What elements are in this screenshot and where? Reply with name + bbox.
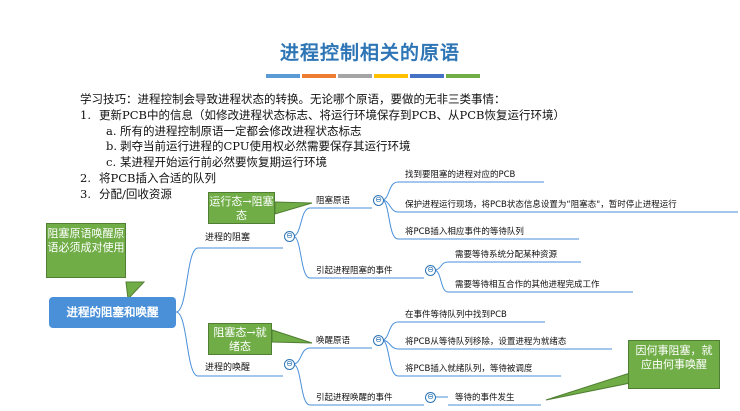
page-title: 进程控制相关的原语 bbox=[279, 42, 460, 64]
connector bbox=[381, 339, 399, 377]
connector bbox=[175, 311, 199, 377]
callout-block-to-ready: 阻塞态→就绪态 bbox=[208, 323, 272, 355]
list-number: 1. bbox=[80, 108, 91, 122]
list-number: 3. bbox=[80, 187, 91, 201]
connector bbox=[381, 181, 399, 201]
node-block-primitive: 阻塞原语 bbox=[316, 196, 351, 206]
leaf-block-event: 需要等待系统分配某种资源 bbox=[455, 250, 558, 260]
callout-pair-usage: 阻塞原语唤醒原语必须成对使用 bbox=[46, 223, 126, 278]
list-letter: c. bbox=[106, 155, 117, 169]
color-bar bbox=[374, 74, 408, 78]
list-item: 更新PCB中的信息（如修改进程状态标志、将运行环境保存到PCB、从PCB恢复运行… bbox=[99, 108, 565, 122]
list-item: 剥夺当前运行进程的CPU使用权必然需要保存其运行环境 bbox=[120, 139, 411, 153]
list-item: 所有的进程控制原语一定都会修改进程状态标志 bbox=[120, 124, 362, 138]
callout-pointer bbox=[271, 329, 313, 344]
leaf-wake-step: 将PCB从等待队列移除，设置进程为就绪态 bbox=[405, 337, 567, 347]
node-block-events: 引起进程阻塞的事件 bbox=[316, 266, 393, 276]
collapse-icon[interactable]: ⊖ bbox=[284, 231, 295, 242]
node-process-wake: 进程的唤醒 bbox=[205, 363, 251, 373]
callout-pointer bbox=[125, 281, 146, 301]
node-wake-events: 引起进程唤醒的事件 bbox=[316, 393, 393, 403]
connector bbox=[292, 207, 311, 237]
callout-run-to-block: 运行态→阻塞态 bbox=[208, 192, 275, 224]
collapse-icon[interactable]: ⊖ bbox=[373, 335, 384, 346]
connector bbox=[292, 363, 311, 406]
color-bar bbox=[446, 74, 480, 78]
color-bar bbox=[338, 74, 372, 78]
callout-reason: 因何事阻塞，就应由何事唤醒 bbox=[628, 340, 720, 389]
connector bbox=[433, 269, 449, 293]
collapse-icon[interactable]: ⊖ bbox=[425, 392, 436, 403]
node-wake-primitive: 唤醒原语 bbox=[316, 336, 351, 346]
collapse-icon[interactable]: ⊖ bbox=[373, 195, 384, 206]
color-bar bbox=[266, 74, 300, 78]
list-item: 将PCB插入合适的队列 bbox=[99, 171, 216, 185]
leaf-wake-step: 将PCB插入就绪队列，等待被调度 bbox=[405, 364, 533, 374]
list-item: 某进程开始运行前必然要恢复期运行环境 bbox=[120, 155, 327, 169]
leaf-block-event: 需要等待相互合作的其他进程完成工作 bbox=[455, 280, 600, 290]
color-bar bbox=[302, 74, 336, 78]
list-letter: a. bbox=[106, 124, 117, 138]
mindmap-root: 进程的阻塞和唤醒 bbox=[49, 297, 176, 328]
collapse-icon[interactable]: ⊖ bbox=[284, 359, 295, 370]
connector bbox=[292, 347, 311, 365]
leaf-wake-event: 等待的事件发生 bbox=[455, 393, 515, 403]
connector bbox=[433, 261, 449, 271]
callout-pointer bbox=[274, 201, 313, 215]
list-item: 分配/回收资源 bbox=[99, 187, 172, 201]
color-bar bbox=[410, 74, 444, 78]
list-number: 2. bbox=[80, 171, 91, 185]
leaf-block-step: 找到要阻塞的进程对应的PCB bbox=[405, 170, 516, 180]
connector bbox=[381, 321, 399, 341]
collapse-icon[interactable]: ⊖ bbox=[425, 265, 436, 276]
leaf-block-step: 保护进程运行现场，将PCB状态信息设置为“阻塞态"，暂时停止进程运行 bbox=[405, 200, 677, 210]
study-tip: 学习技巧：进程控制会导致进程状态的转换。无论哪个原语，要做的无非三类事情： bbox=[80, 92, 506, 106]
leaf-wake-step: 在事件等待队列中找到PCB bbox=[405, 310, 507, 320]
leaf-block-step: 将PCB插入相应事件的等待队列 bbox=[405, 227, 524, 237]
list-letter: b. bbox=[106, 139, 118, 153]
node-process-block: 进程的阻塞 bbox=[205, 233, 251, 243]
connector bbox=[175, 247, 199, 313]
connector bbox=[292, 235, 311, 279]
